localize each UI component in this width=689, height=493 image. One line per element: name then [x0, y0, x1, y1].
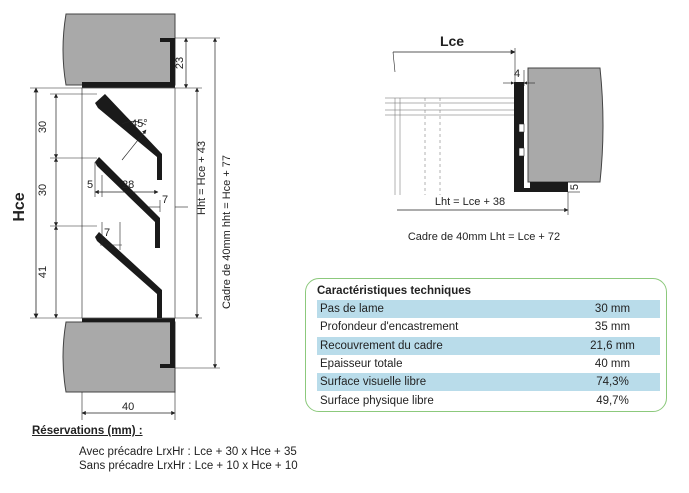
reservations-title-block: Réservations (mm) : [32, 425, 143, 437]
dim-5: 5 [87, 179, 93, 191]
lht-formula: Lht = Lce + 38 [435, 196, 505, 208]
blade-1 [95, 94, 162, 180]
frame-formula-horizontal: Cadre de 40mm Lht = Lce + 72 [408, 231, 560, 243]
horizontal-section: Lce 4 5 Lht = Lce + 38 Cadre de 40mm Lht… [385, 33, 604, 243]
wall-bottom [62, 321, 176, 393]
spec-row: Recouvrement du cadre 21,6 mm [317, 336, 660, 355]
spec-label: Recouvrement du cadre [320, 339, 443, 352]
hht-formula: Hht = Hce + 43 [196, 141, 208, 215]
spec-label: Surface visuelle libre [320, 376, 427, 389]
spec-label: Epaisseur totale [320, 358, 403, 371]
wall-right [527, 67, 604, 183]
spec-label: Surface physique libre [320, 394, 434, 407]
vertical-section: Hce 30 30 41 23 Hht = Hce + 43 Cadre de … [11, 13, 233, 420]
wall-top [62, 13, 176, 86]
spec-value: 21,6 mm [590, 339, 635, 352]
reservations-title: Réservations (mm) : [32, 425, 143, 437]
technical-specs-box: Caractéristiques techniques Pas de lame … [305, 278, 667, 412]
hce-label: Hce [11, 192, 28, 221]
reservation-without-subframe: Sans précadre LrxHr : Lce + 10 x Hce + 1… [79, 460, 298, 472]
spec-row: Surface visuelle libre 74,3% [317, 373, 660, 392]
dim-pitch-2: 30 [37, 184, 49, 196]
spec-label: Pas de lame [320, 303, 384, 316]
reservation-with-subframe: Avec précadre LrxHr : Lce + 30 x Hce + 3… [79, 446, 297, 458]
spec-value: 40 mm [594, 358, 631, 371]
frame-profile-side [514, 82, 568, 192]
dim-28: 28 [122, 179, 134, 191]
dim-4: 4 [514, 68, 520, 80]
spec-label: Profondeur d'encastrement [320, 321, 459, 334]
grille-outline [81, 87, 176, 319]
frame-formula-vertical: Cadre de 40mm hht = Hce + 77 [221, 155, 233, 309]
spec-row: Profondeur d'encastrement 35 mm [317, 318, 660, 336]
spec-row: Surface physique libre 49,7% [317, 391, 660, 409]
dim-7-right: 7 [162, 194, 168, 206]
specs-table: Pas de lame 30 mm Profondeur d'encastrem… [317, 300, 660, 410]
dim-top: 23 [174, 57, 186, 69]
spec-row: Pas de lame 30 mm [317, 300, 660, 319]
dim-depth: 40 [122, 401, 134, 413]
spec-value: 49,7% [596, 394, 629, 407]
lce-label: Lce [440, 33, 464, 49]
spec-row: Epaisseur totale 40 mm [317, 355, 660, 373]
dim-pitch-1: 30 [37, 121, 49, 133]
specs-title: Caractéristiques techniques [317, 285, 472, 297]
spec-value: 35 mm [594, 321, 631, 334]
dim-7-left: 7 [104, 227, 110, 239]
spec-value: 74,3% [596, 376, 629, 389]
dim-bottom: 41 [37, 266, 49, 278]
blade-3 [95, 232, 162, 318]
frame-profile-top [82, 38, 175, 88]
spec-value: 30 mm [594, 303, 631, 316]
dim-5-right: 5 [569, 184, 581, 190]
dim-angle: 45° [131, 118, 148, 130]
blade-2 [95, 157, 160, 248]
